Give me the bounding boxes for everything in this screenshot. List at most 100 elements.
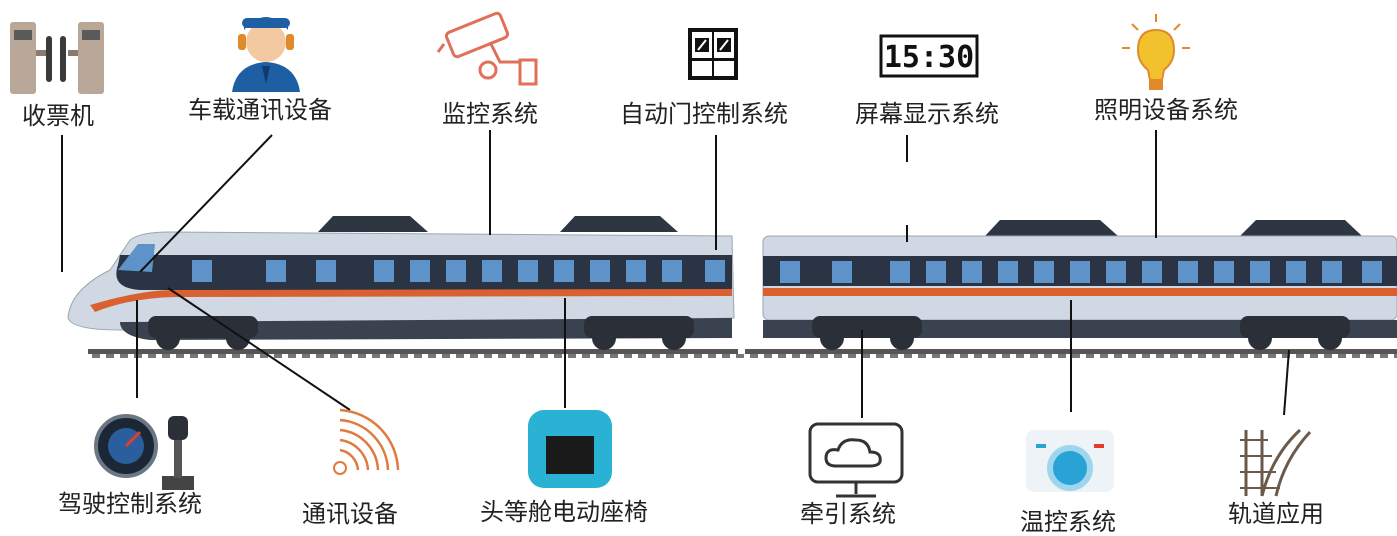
label-track: 轨道应用	[1228, 500, 1324, 528]
train-window	[410, 260, 430, 282]
rail-tie	[554, 354, 562, 358]
rail-tie	[792, 354, 800, 358]
rail-tie	[1044, 354, 1052, 358]
rail-tie	[918, 354, 926, 358]
train-window	[1322, 261, 1342, 283]
rail-tie	[358, 354, 366, 358]
rail-tie	[1366, 354, 1374, 358]
label-temperature: 温控系统	[1020, 508, 1116, 536]
leader-onboard-comm	[139, 134, 273, 273]
clock-display-text: 15:30	[884, 40, 974, 75]
rail-tie	[1170, 354, 1178, 358]
train-window	[962, 261, 982, 283]
rail-tie	[1394, 354, 1397, 358]
train-window	[446, 260, 466, 282]
rail-tie	[1114, 354, 1122, 358]
rail-tie	[106, 354, 114, 358]
label-surveillance: 监控系统	[442, 100, 538, 128]
train-window	[192, 260, 212, 282]
rail-tie	[1268, 354, 1276, 358]
rail-tie	[1184, 354, 1192, 358]
automatic-door-icon	[688, 28, 738, 80]
railway-track	[88, 349, 1397, 358]
rail-tie	[848, 354, 856, 358]
label-traction: 牵引系统	[800, 500, 896, 528]
train-window	[832, 261, 852, 283]
train-window	[626, 260, 646, 282]
train-window	[662, 260, 682, 282]
train-window	[316, 260, 336, 282]
label-driver-control: 驾驶控制系统	[58, 490, 202, 518]
rail-tie	[1198, 354, 1206, 358]
label-screen-display: 屏幕显示系统	[855, 100, 999, 128]
rail-tie	[568, 354, 576, 358]
rail-tie	[260, 354, 268, 358]
rail-tie	[1282, 354, 1290, 358]
rail-tie	[694, 354, 702, 358]
rail-tie	[960, 354, 968, 358]
rail-tie	[372, 354, 380, 358]
rail-tie	[764, 354, 772, 358]
train-window	[518, 260, 538, 282]
rail-tie	[904, 354, 912, 358]
rail-tie	[120, 354, 128, 358]
leader-comm-device	[167, 287, 351, 411]
rail-tie	[162, 354, 170, 358]
rail-tie	[708, 354, 716, 358]
rail-tie	[148, 354, 156, 358]
rail-tie	[386, 354, 394, 358]
rail-tie	[750, 354, 758, 358]
label-lighting: 照明设备系统	[1094, 96, 1238, 124]
rail-tie	[1058, 354, 1066, 358]
light-bulb-icon	[1122, 14, 1190, 90]
rail-tie	[218, 354, 226, 358]
rail-tie	[722, 354, 730, 358]
rail-tie	[204, 354, 212, 358]
train-window	[1106, 261, 1126, 283]
leader-track	[1283, 349, 1290, 416]
speedometer-joystick-icon	[94, 414, 194, 490]
operator-headset-icon	[232, 17, 300, 92]
rail-tie	[414, 354, 422, 358]
rail-tie	[442, 354, 450, 358]
train-window	[705, 260, 725, 282]
train-window	[1286, 261, 1306, 283]
train-window	[1034, 261, 1054, 283]
rail-tie	[470, 354, 478, 358]
rail-tie	[176, 354, 184, 358]
rail-tie	[232, 354, 240, 358]
train-window	[590, 260, 610, 282]
rail-tie	[1128, 354, 1136, 358]
train-window	[482, 260, 502, 282]
rail-tie	[820, 354, 828, 358]
train-car-rear	[762, 220, 1397, 350]
label-ticket-machine: 收票机	[22, 102, 94, 130]
label-onboard-comm: 车载通讯设备	[188, 96, 332, 124]
thermostat-knob-icon	[1026, 430, 1114, 492]
rail-tie	[302, 354, 310, 358]
rail-tie	[1240, 354, 1248, 358]
rail-tie	[596, 354, 604, 358]
rail-tie	[526, 354, 534, 358]
rail-tie	[1100, 354, 1108, 358]
rail-tie	[540, 354, 548, 358]
rail-tie	[274, 354, 282, 358]
rail-tie	[778, 354, 786, 358]
wireless-signal-icon	[333, 408, 400, 475]
rail-tie	[498, 354, 506, 358]
rail-tie	[988, 354, 996, 358]
rail-tie	[666, 354, 674, 358]
train-window	[1362, 261, 1382, 283]
train-car-front	[67, 216, 735, 350]
rail-tie	[974, 354, 982, 358]
train-window	[1250, 261, 1270, 283]
rail-tie	[582, 354, 590, 358]
rail-tie	[246, 354, 254, 358]
rail-tie	[288, 354, 296, 358]
label-auto-door: 自动门控制系统	[620, 100, 788, 128]
label-comm-device: 通讯设备	[302, 500, 398, 528]
train-window	[266, 260, 286, 282]
rail-tie	[610, 354, 618, 358]
train-window	[554, 260, 574, 282]
